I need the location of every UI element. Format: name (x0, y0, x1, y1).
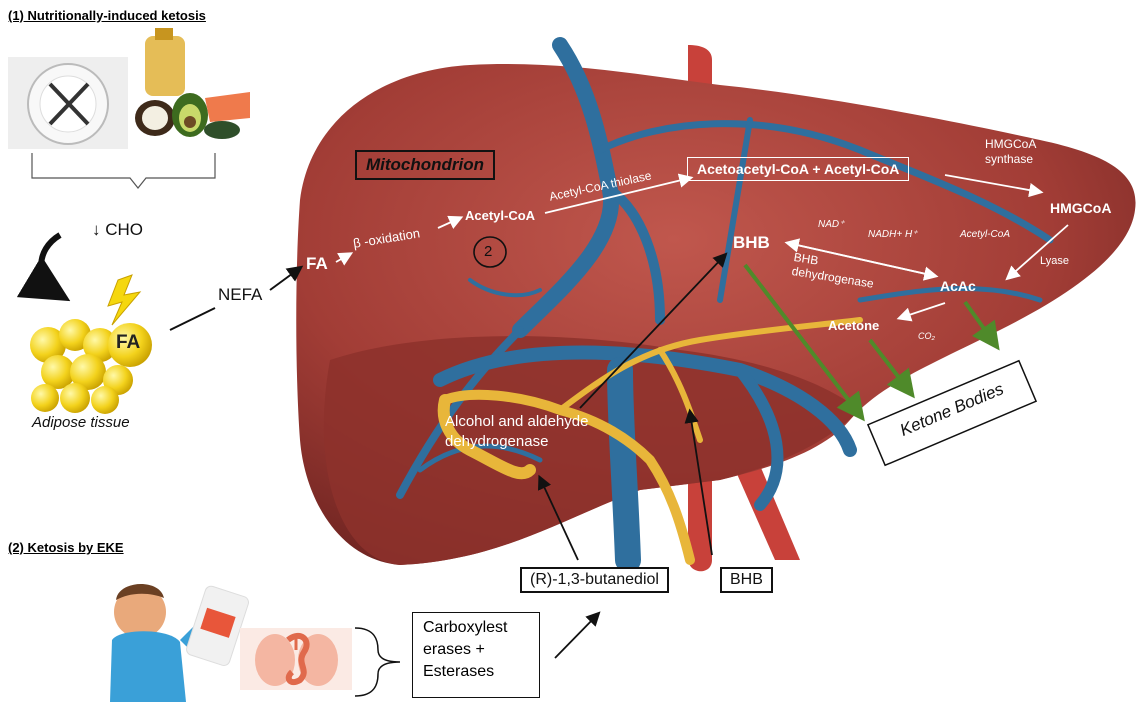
person-drinking-icon (110, 584, 250, 702)
empty-plate-icon (8, 57, 128, 149)
nadh-label: NADH+ H⁺ (868, 229, 917, 240)
acetyl-coa-small-label: Acetyl-CoA (960, 229, 1010, 240)
acetyl-coa-label: Acetyl-CoA (465, 208, 535, 223)
carboxyl-line-1: Carboxylest (423, 617, 539, 639)
bhb-bottom-box: BHB (720, 567, 773, 593)
acac-label: AcAc (940, 278, 976, 294)
marker-2-label: 2 (484, 243, 492, 260)
bhb-liver-label: BHB (733, 233, 770, 253)
fa-adipose-label: FA (116, 332, 140, 354)
cho-curved-arrow (41, 235, 60, 295)
hmgcoa-label: HMGCoA (1050, 200, 1111, 216)
nefa-line-1 (170, 308, 215, 330)
carboxyl-line-2: erases + (423, 639, 539, 661)
nad-label: NAD⁺ (818, 219, 844, 230)
lyase-label: Lyase (1040, 255, 1069, 267)
hmgcoa-synthase-label-2: synthase (985, 152, 1033, 166)
hmgcoa-synthase-label-1: HMGCoA (985, 137, 1036, 151)
food-bracket (32, 153, 215, 188)
cho-label: ↓ CHO (92, 220, 143, 240)
adipose-tissue-label: Adipose tissue (32, 414, 130, 431)
nefa-arrow-2 (270, 268, 300, 290)
carboxylesterase-box: Carboxylest erases + Esterases (412, 612, 540, 698)
keto-food-icon (135, 28, 250, 139)
nutritional-ketosis-title: (1) Nutritionally-induced ketosis (8, 8, 206, 23)
co2-label: CO₂ (918, 331, 935, 341)
carboxyl-brace (355, 628, 400, 696)
eke-ketosis-title: (2) Ketosis by EKE (8, 540, 124, 555)
acetone-label: Acetone (828, 318, 879, 333)
carboxyl-line-3: Esterases (423, 661, 539, 683)
fa-liver-label: FA (306, 254, 328, 274)
butanediol-box: (R)-1,3-butanediol (520, 567, 669, 593)
acetoacetyl-coa-box: Acetoacetyl-CoA + Acetyl-CoA (687, 157, 909, 181)
digestive-system-icon (240, 628, 352, 690)
alcohol-dehydrogenase-label-1: Alcohol and aldehyde (445, 413, 588, 430)
mitochondrion-box: Mitochondrion (355, 150, 495, 180)
nefa-label: NEFA (218, 285, 262, 305)
alcohol-dehydrogenase-label-2: dehydrogenase (445, 433, 548, 450)
